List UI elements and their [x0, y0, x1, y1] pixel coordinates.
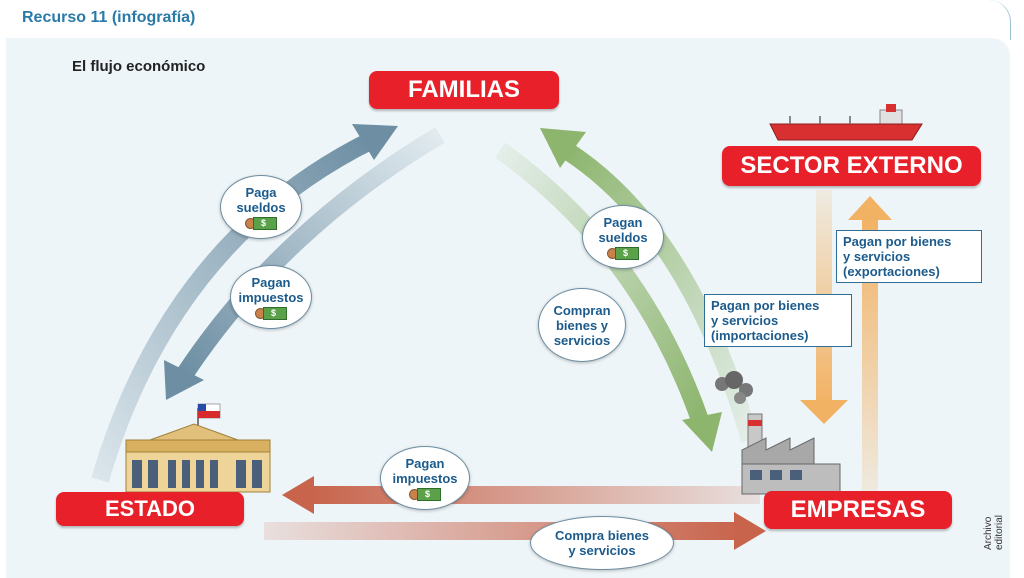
- flow-text-line: impuestos: [238, 289, 304, 305]
- header-bar: Recurso 11 (infografía): [0, 0, 1024, 38]
- flow-text-line: Compra bienes: [555, 528, 649, 543]
- image-credit: Archivo editorial: [983, 514, 1005, 550]
- node-estado: ESTADO: [56, 492, 244, 526]
- arrow-empresas-to-sector-externo: [848, 196, 892, 498]
- flow-text-line: Paga: [245, 184, 277, 200]
- flow-text-line: servicios: [553, 332, 611, 348]
- flow-text-line: y servicios: [568, 543, 636, 558]
- flow-text-line: y servicios: [843, 249, 911, 264]
- node-empresas-label: EMPRESAS: [790, 496, 926, 523]
- factory-icon: [715, 371, 841, 495]
- node-familias: FAMILIAS: [369, 71, 559, 109]
- flow-text-line: bienes y: [555, 317, 609, 333]
- header-title: Recurso 11 (infografía): [22, 9, 196, 26]
- flow-label-estado-compra: Compra bienes y servicios: [530, 516, 674, 570]
- node-sector-externo: SECTOR EXTERNO: [722, 146, 981, 186]
- diagram-subtitle: El flujo económico: [72, 58, 206, 75]
- flow-text-line: sueldos: [236, 199, 286, 215]
- node-empresas: EMPRESAS: [764, 491, 952, 529]
- arrow-empresas-to-familias: [540, 128, 759, 443]
- money-icon: [607, 246, 639, 261]
- money-icon: [409, 487, 441, 502]
- node-sector-externo-label: SECTOR EXTERNO: [740, 152, 963, 179]
- flow-label-importaciones: Pagan por bienes y servicios (importacio…: [704, 294, 852, 347]
- flow-text-line: y servicios: [711, 313, 779, 328]
- arrow-estado-to-empresas: [264, 512, 766, 550]
- government-building-icon: [125, 403, 271, 493]
- node-familias-label: FAMILIAS: [408, 76, 520, 103]
- flow-text-line: (importaciones): [711, 328, 809, 343]
- flow-label-familias-pagan-impuestos: Pagan impuestos: [230, 265, 312, 329]
- flow-label-familias-compran: Compran bienes y servicios: [538, 288, 626, 362]
- money-icon: [245, 216, 277, 231]
- node-estado-label: ESTADO: [104, 496, 196, 521]
- money-icon: [255, 306, 287, 321]
- flow-text-line: Pagan por bienes: [843, 234, 952, 249]
- flow-text-line: Pagan por bienes: [711, 298, 820, 313]
- arrow-familias-to-estado: [164, 127, 445, 400]
- flow-label-empresas-pagan-impuestos: Pagan impuestos: [380, 446, 470, 510]
- flow-text-line: Pagan: [603, 214, 643, 230]
- arrow-estado-to-familias: [91, 124, 398, 483]
- flow-label-exportaciones: Pagan por bienes y servicios (exportacio…: [836, 230, 982, 283]
- flow-label-empresas-pagan-sueldos: Pagan sueldos: [582, 205, 664, 269]
- arrow-empresas-to-estado: [282, 476, 760, 514]
- flow-text-line: (exportaciones): [843, 264, 940, 279]
- flow-text-line: Pagan: [405, 455, 445, 471]
- flow-text-line: impuestos: [392, 470, 458, 486]
- ship-icon: [769, 104, 923, 141]
- flow-text-line: Compran: [553, 302, 611, 318]
- flow-label-estado-paga-sueldos: Paga sueldos: [220, 175, 302, 239]
- flow-text-line: Pagan: [251, 274, 291, 290]
- flow-text-line: sueldos: [598, 229, 648, 245]
